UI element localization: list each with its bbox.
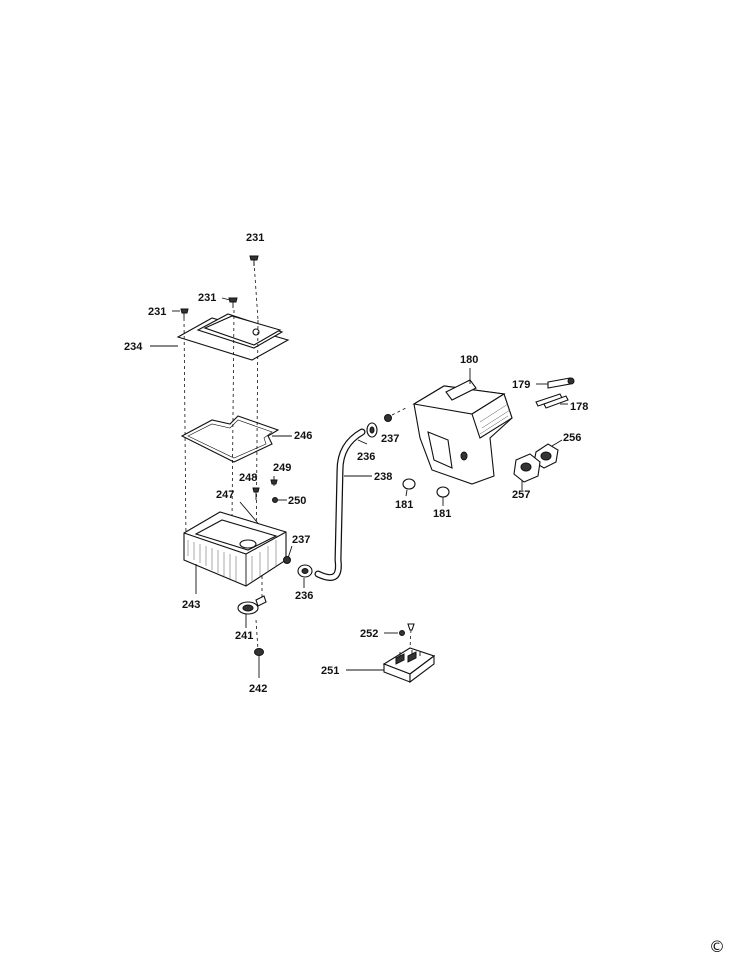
label-181-right: 181 <box>433 508 451 520</box>
washer-250 <box>272 497 287 503</box>
gasket-246 <box>180 415 292 463</box>
label-247: 247 <box>216 489 234 501</box>
nut-237-right <box>384 407 407 422</box>
handle-180 <box>412 368 513 485</box>
label-248: 248 <box>239 472 257 484</box>
cable-238 <box>314 428 372 581</box>
screw-231-left <box>172 308 189 318</box>
screw-249 <box>270 476 278 486</box>
nut-242 <box>254 648 264 678</box>
label-252: 252 <box>360 628 378 640</box>
label-236-left: 236 <box>295 590 313 602</box>
nut-237-left <box>283 545 293 564</box>
label-242: 242 <box>249 683 267 695</box>
label-236-right: 236 <box>357 451 375 463</box>
screw-231-middle <box>221 297 238 308</box>
screw-231-top <box>249 255 259 321</box>
terminal-block-251 <box>346 647 436 684</box>
label-231-middle: 231 <box>198 292 216 304</box>
screw-248 <box>252 487 260 500</box>
label-237-left: 237 <box>292 534 310 546</box>
label-231-left: 231 <box>148 306 166 318</box>
label-256: 256 <box>563 432 581 444</box>
label-234: 234 <box>124 341 143 353</box>
label-179: 179 <box>512 379 530 391</box>
grommet-241 <box>237 595 267 628</box>
label-180: 180 <box>460 354 478 366</box>
grommet-236-left <box>297 564 313 588</box>
screw-178 <box>535 393 569 409</box>
label-250: 250 <box>288 495 306 507</box>
cap-181-left <box>402 478 416 497</box>
label-238: 238 <box>374 471 392 483</box>
label-251: 251 <box>321 665 339 677</box>
part-labels: 231 231 231 234 246 249 248 250 247 243 … <box>124 232 588 695</box>
switch-257 <box>513 453 541 490</box>
label-178: 178 <box>570 401 588 413</box>
cap-181-right <box>436 486 450 506</box>
copyright-symbol: © <box>709 937 725 956</box>
label-257: 257 <box>512 489 530 501</box>
screw-252 <box>384 623 415 649</box>
label-246: 246 <box>294 430 312 442</box>
label-249: 249 <box>273 462 291 474</box>
label-181-left: 181 <box>395 499 413 511</box>
label-241: 241 <box>235 630 253 642</box>
grommet-236-right <box>366 422 378 438</box>
screw-179 <box>536 377 575 389</box>
label-231-top: 231 <box>246 232 264 244</box>
terminal-box-243 <box>183 511 287 594</box>
label-237-right: 237 <box>381 433 399 445</box>
cover-plate-234 <box>150 313 290 361</box>
label-243: 243 <box>182 599 200 611</box>
